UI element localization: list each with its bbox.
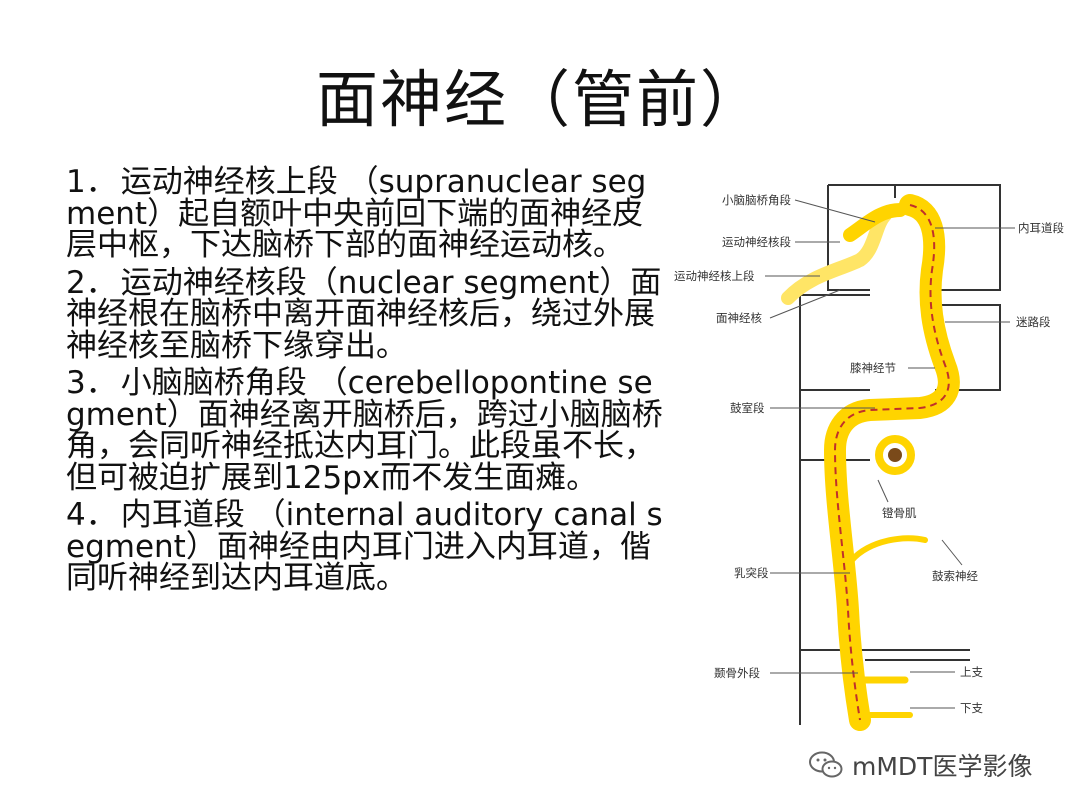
paragraph-text: 运动神经核上段 （supranuclear segment）起自额叶中央前回下端…	[66, 164, 647, 263]
label-extratemporal: 颞骨外段	[714, 666, 760, 680]
label-nuclear: 运动神经核段	[722, 235, 791, 249]
paragraph-3: 3．小脑脑桥角段 （cerebellopontine segment）面神经离开…	[66, 365, 666, 496]
slide-title: 面神经（管前）	[315, 63, 764, 136]
paragraph-1: 1．运动神经核上段 （supranuclear segment）起自额叶中央前回…	[66, 164, 666, 263]
paragraph-2: 2．运动神经核段（nuclear segment）面神经根在脑桥中离开面神经核后…	[66, 264, 666, 364]
paragraph-text: 内耳道段 （internal auditory canal segment）面神…	[66, 497, 663, 596]
diagram-labels: 小脑脑桥角段 运动神经核段 运动神经核上段 面神经核 内耳道段 迷路段 膝神经节…	[674, 193, 1064, 715]
label-tympanic: 鼓室段	[730, 401, 765, 415]
paragraph-text: 小脑脑桥角段 （cerebellopontine segment）面神经离开脑桥…	[66, 365, 663, 496]
stapes-center	[888, 448, 902, 462]
leader-lines	[765, 199, 1015, 709]
watermark-text: mMDT医学影像	[852, 752, 1033, 781]
label-facial-nucleus: 面神经核	[716, 311, 762, 325]
nerve-shape	[781, 194, 960, 731]
body-text: 1．运动神经核上段 （supranuclear segment）起自额叶中央前回…	[66, 164, 666, 601]
label-upper-branch: 上支	[960, 665, 983, 679]
facial-nerve-diagram: 小脑脑桥角段 运动神经核段 运动神经核上段 面神经核 内耳道段 迷路段 膝神经节…	[674, 184, 1064, 731]
label-geniculate: 膝神经节	[850, 361, 896, 375]
nerve-dashed-line	[833, 204, 950, 721]
paragraph-text: 运动神经核段（nuclear segment）面神经根在脑桥中离开面神经核后，绕…	[66, 264, 662, 364]
label-mastoid: 乳突段	[734, 566, 769, 580]
label-stapedius: 镫骨肌	[882, 506, 917, 520]
label-supranuclear: 运动神经核上段	[674, 269, 755, 283]
label-chorda-tympani: 鼓索神经	[932, 569, 978, 583]
paragraph-number: 4．	[66, 497, 117, 533]
label-lower-branch: 下支	[960, 701, 983, 715]
paragraph-number: 3．	[66, 365, 117, 401]
label-labyrinthine: 迷路段	[1016, 315, 1051, 329]
label-cerebellopontine: 小脑脑桥角段	[722, 193, 791, 207]
paragraph-number: 2．	[66, 264, 117, 301]
wechat-icon	[809, 751, 843, 778]
label-internal-canal: 内耳道段	[1018, 221, 1064, 235]
paragraph-number: 1．	[66, 164, 117, 200]
paragraph-4: 4．内耳道段 （internal auditory canal segment）…	[66, 497, 666, 596]
watermark: mMDT医学影像	[808, 748, 1032, 782]
